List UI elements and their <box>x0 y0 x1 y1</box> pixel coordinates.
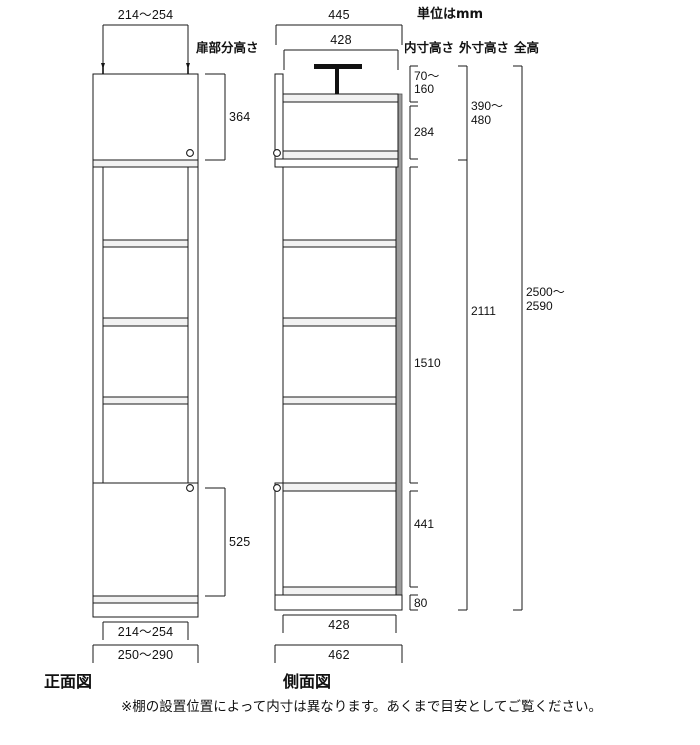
ceiling-prop-icon <box>314 64 362 94</box>
front-inner-width-top-value: 214〜254 <box>118 8 174 22</box>
inner-dim-2-line1: 284 <box>414 125 434 139</box>
front-outer-width-dim: 250〜290 <box>92 644 199 663</box>
side-outer-depth-top-value: 445 <box>328 8 349 22</box>
side-bottom-compartment <box>282 490 397 588</box>
front-shelf-divider-1 <box>92 159 199 168</box>
inner-dim-1-line1: 70〜 <box>414 69 439 83</box>
side-view-title: 側面図 <box>282 672 331 691</box>
side-inner-depth-top-value: 428 <box>330 33 351 47</box>
outer-height-dim-column: 390〜 480 2111 <box>458 65 503 611</box>
inner-height-dim-column: 70〜 160 284 1510 441 80 <box>409 65 441 611</box>
footnote-text: ※棚の設置位置によって内寸は異なります。あくまで目安としてご覧ください。 <box>121 698 602 715</box>
front-inner-width-dim-bottom: 214〜254 <box>102 621 189 640</box>
total-dim-line2: 2590 <box>526 299 553 313</box>
front-bottom-door-height-value: 525 <box>229 535 250 549</box>
side-top-compartment <box>282 101 399 152</box>
front-bottom-door <box>92 482 199 597</box>
total-height-dim-column: 2500〜 2590 <box>513 65 565 611</box>
side-outer-depth-dim-top: 445 <box>275 8 403 45</box>
side-shelf-2 <box>282 317 397 327</box>
front-shelf-1 <box>102 239 189 248</box>
total-height-header: 全高 <box>513 40 539 55</box>
side-inner-depth-dim-top: 428 <box>283 33 399 70</box>
inner-height-header: 内寸高さ <box>404 40 454 55</box>
units-note: 単位はmm <box>417 6 483 22</box>
front-top-door <box>92 73 199 161</box>
front-view-group: 214〜254 扉部分高さ 364 525 214〜254 <box>44 8 259 691</box>
front-plinth <box>92 602 199 618</box>
side-plinth <box>274 594 403 611</box>
bottom-door-knob-icon <box>186 484 194 492</box>
front-shelf-2 <box>102 317 189 327</box>
front-bottom-door-height-dim: 525 <box>205 487 250 597</box>
front-top-adjuster-pins <box>101 63 190 74</box>
outer-height-header: 外寸高さ <box>458 40 509 55</box>
side-shelf-1 <box>282 239 397 248</box>
inner-dim-4-line1: 441 <box>414 517 434 531</box>
front-top-door-height-dim: 364 <box>205 73 250 161</box>
side-shelf-3 <box>282 396 397 405</box>
top-door-knob-icon <box>186 149 194 157</box>
front-shelf-3 <box>102 396 189 405</box>
side-view-group: 445 428 428 462 側面図 <box>273 8 403 691</box>
side-back-panel <box>395 93 403 606</box>
side-inner-depth-bottom-value: 428 <box>328 618 349 632</box>
side-top-board <box>282 93 399 103</box>
outer-dim-1-line1: 390〜 <box>471 99 503 113</box>
front-inner-width-bottom-value: 214〜254 <box>118 625 174 639</box>
side-rail-1 <box>274 158 399 168</box>
side-base-rail <box>282 586 397 596</box>
front-top-door-height-value: 364 <box>229 110 250 124</box>
outer-dim-1-line2: 480 <box>471 113 491 127</box>
front-outer-width-value: 250〜290 <box>118 648 174 662</box>
side-bottom-door-knob-icon <box>273 484 281 492</box>
front-inner-width-dim-top: 214〜254 <box>102 8 189 68</box>
side-top-door-knob-icon <box>273 149 281 157</box>
side-divider-2 <box>282 482 397 492</box>
side-outer-depth-bottom-value: 462 <box>328 648 349 662</box>
door-height-label: 扉部分高さ <box>196 40 259 55</box>
total-dim-line1: 2500〜 <box>526 285 565 299</box>
inner-dim-3-line1: 1510 <box>414 356 441 370</box>
inner-dim-5-line1: 80 <box>414 596 428 610</box>
side-bottom-door <box>274 482 284 597</box>
side-outer-depth-dim-bottom: 462 <box>274 644 403 663</box>
side-divider-1 <box>282 150 399 160</box>
inner-dim-1-line2: 160 <box>414 82 434 96</box>
outer-dim-2-line1: 2111 <box>471 304 496 318</box>
front-base-rail <box>92 595 199 604</box>
front-view-title: 正面図 <box>44 672 92 691</box>
side-top-door <box>274 73 284 161</box>
side-inner-depth-dim-bottom: 428 <box>282 614 397 633</box>
